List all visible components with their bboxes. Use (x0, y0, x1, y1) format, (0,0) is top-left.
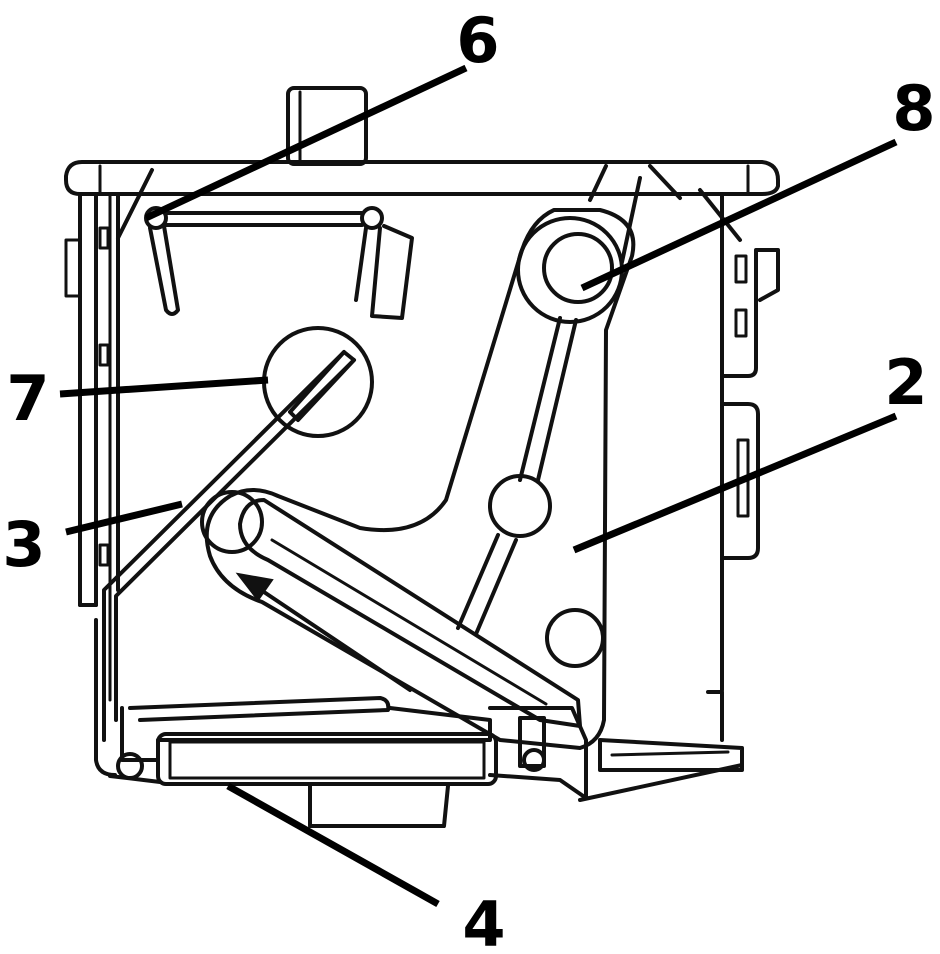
label-2: 2 (884, 346, 927, 419)
motion-arrow-head (235, 572, 274, 602)
label-6: 6 (456, 4, 499, 77)
leader-line-7 (59, 376, 269, 398)
label-4: 4 (462, 888, 505, 954)
guide-wire (102, 350, 356, 742)
leader-line-8 (580, 138, 898, 292)
spring-linkage (144, 206, 414, 320)
leader-line-3 (65, 500, 183, 536)
lever-body (200, 208, 636, 750)
leader-line-4 (226, 782, 440, 908)
shaft-boss-inner (542, 232, 614, 304)
motion-arrow-shaft (256, 586, 412, 692)
leader-line-6 (144, 64, 468, 222)
label-7: 7 (6, 362, 49, 435)
leader-line-2 (572, 412, 898, 554)
battery-pack (156, 732, 498, 828)
pivot-circle (262, 326, 374, 438)
top-shaft (286, 86, 368, 166)
label-8: 8 (892, 72, 935, 145)
label-3: 3 (2, 508, 45, 581)
